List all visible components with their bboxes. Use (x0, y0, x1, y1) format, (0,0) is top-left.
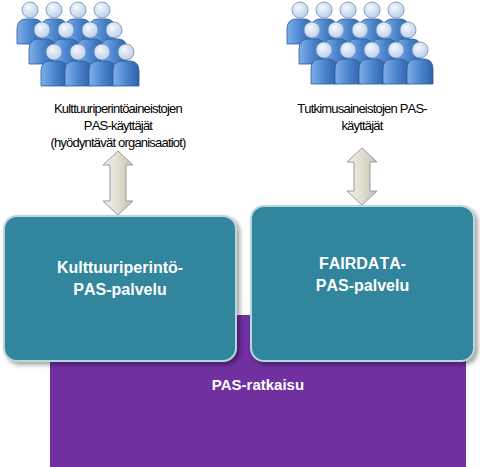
service-box: Kulttuuriperintö-PAS-palvelu (3, 215, 237, 362)
person-icon (89, 44, 115, 86)
user-group-icon (17, 2, 139, 86)
person-icon (359, 42, 385, 84)
double-arrow (347, 148, 377, 205)
user-group-icon (287, 2, 433, 84)
person-icon (311, 42, 337, 84)
node-text: Kulttuuriperintö-PAS-palvelu (45, 257, 195, 301)
person-icon (41, 44, 67, 86)
node-text: PAS-ratkaisu (108, 375, 408, 395)
person-icon (335, 42, 361, 84)
person-icon (65, 44, 91, 86)
user-group: Kulttuuriperintöaineistojen PAS-käyttäjä… (50, 100, 186, 151)
person-icon (383, 42, 409, 84)
person-icon (113, 44, 139, 86)
node-text: Kulttuuriperintöaineistojen PAS-käyttäjä… (50, 100, 186, 151)
service-box: FAIRDATA-PAS-palvelu (250, 205, 475, 362)
node-text: Tutkimusaineistojen PAS-käyttäjät (294, 100, 430, 134)
double-arrow (103, 151, 133, 215)
person-icon (407, 42, 433, 84)
user-group: Tutkimusaineistojen PAS-käyttäjät (294, 100, 430, 148)
node-text: FAIRDATA-PAS-palvelu (308, 253, 418, 297)
